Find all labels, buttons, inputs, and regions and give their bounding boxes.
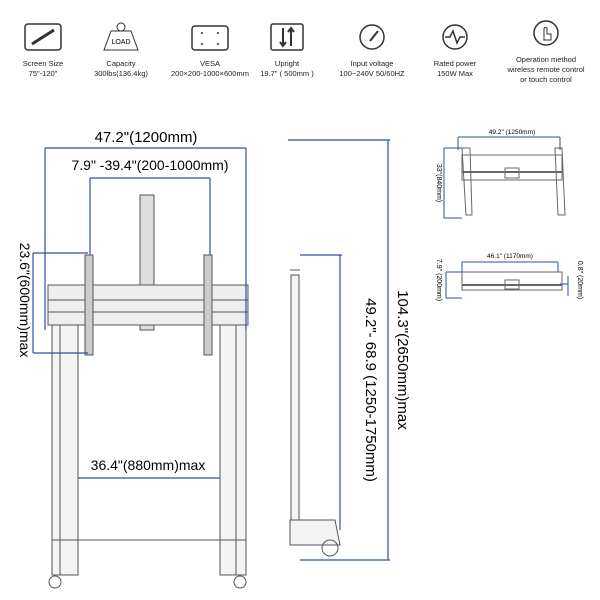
front-dimensions [32,147,247,479]
inner-width-label: 36.4"(880mm)max [91,457,206,473]
bracket-top-view [461,271,563,291]
bracket-width-label: 46.1" (1170mm) [487,253,533,260]
spec-upright: Upright 19.7" ( 500mm ) [244,22,330,79]
front-width-label: 47.2"(1200mm) [95,129,198,146]
side-view [289,269,341,557]
spec-value: 300lbs(136.4kg) [94,69,148,78]
spec-label: Input voltage [350,59,394,68]
bracket-right-label: 0.8" (20mm) [576,261,583,299]
base-top-view [461,147,566,216]
vesa-range-label: 7.9" -39.4"(200-1000mm) [71,157,228,173]
spec-value: 150W Max [437,69,473,78]
pulse-icon [442,24,468,50]
touch-icon [533,20,559,46]
bracket-left-label: 7.9" (200mm) [435,259,442,301]
screen-size-icon [24,23,62,51]
spec-input-voltage: Input voltage 100~240V 50/60HZ [322,22,422,79]
upright-icon [270,23,304,51]
bracket-dimensions [445,261,569,299]
spec-label: Rated power [433,59,477,68]
spec-screen-size: Screen Size 75"-120" [0,22,86,79]
spec-capacity: LOAD Capacity 300lbs(136.4kg) [78,22,164,79]
front-view [47,194,249,589]
spec-vesa: VESA 200×200-1000×600mm [160,22,260,79]
spec-label: Capacity [106,59,136,68]
vesa-icon [191,25,229,51]
spec-operation-method: Operation method wireless remote control… [494,18,598,85]
base-depth-label: 33"(840mm) [435,164,442,202]
spec-label: Operation method [515,55,577,64]
spec-value: 100~240V 50/60HZ [339,69,405,78]
spec-value: 200×200-1000×600mm [171,69,249,78]
total-height-label: 104.3"(2650mm)max [394,290,411,430]
front-height-label: 23.6"(600mm)max [17,243,33,358]
spec-value: wireless remote control [507,65,585,74]
spec-rated-power: Rated power 150W Max [412,22,498,79]
spec-label: Screen Size [22,59,64,68]
base-width-label: 49.2" (1250mm) [489,129,535,136]
spec-value: 75"-120" [28,69,58,78]
spec-value-2: or touch control [520,75,572,84]
spec-label: VESA [199,59,220,68]
svg-text:LOAD: LOAD [111,39,130,46]
spec-label: Upright [274,59,300,68]
base-dimensions [443,136,561,219]
side-dimensions [288,139,390,561]
height-range-label: 49.2"- 68.9 (1250-1750mm) [362,298,379,482]
load-weight-icon: LOAD [103,22,139,51]
spec-value: 19.7" ( 500mm ) [260,69,314,78]
gauge-icon [359,24,385,50]
